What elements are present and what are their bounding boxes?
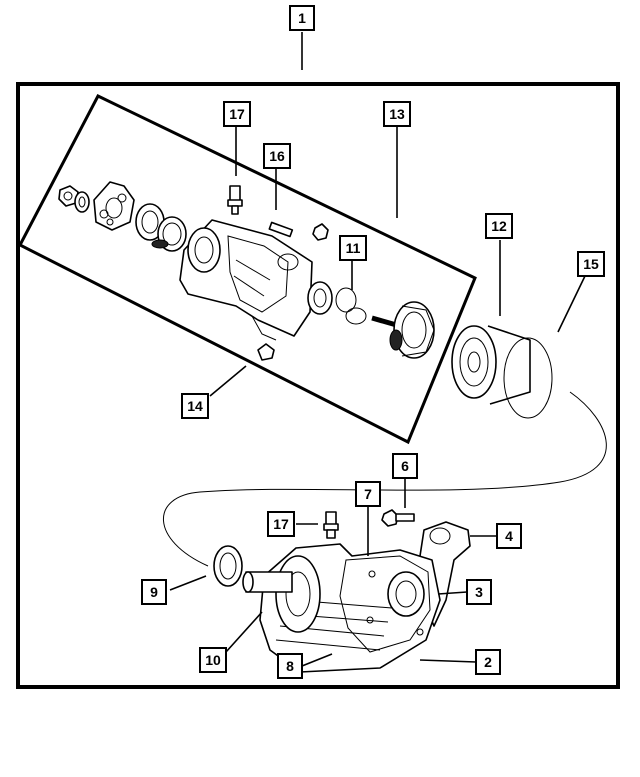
leader-15: [557, 275, 586, 333]
svg-text:10: 10: [205, 652, 221, 668]
svg-text:2: 2: [484, 654, 492, 670]
svg-text:13: 13: [389, 106, 405, 122]
svg-text:6: 6: [401, 458, 409, 474]
leader-9: [169, 575, 207, 591]
svg-text:12: 12: [491, 218, 507, 234]
flange-yoke-part: [93, 181, 135, 231]
callout-13: 13: [383, 101, 411, 127]
callout-4: 4: [496, 523, 522, 549]
callout-6: 6: [392, 453, 418, 479]
vent-fitting-part: [227, 185, 243, 215]
leader-3: [437, 591, 468, 595]
svg-text:4: 4: [505, 528, 513, 544]
callout-8: 8: [277, 653, 303, 679]
drain-bolt-part: [257, 343, 275, 361]
leader-14: [209, 365, 247, 397]
svg-text:3: 3: [475, 584, 483, 600]
callout-17-upper: 17: [223, 101, 251, 127]
leader-8: [301, 653, 333, 667]
callout-7: 7: [355, 481, 381, 507]
svg-text:9: 9: [150, 584, 158, 600]
callout-12: 12: [485, 213, 513, 239]
callout-2: 2: [475, 649, 501, 675]
svg-text:17: 17: [229, 106, 245, 122]
callout-11: 11: [339, 235, 367, 261]
svg-text:8: 8: [286, 658, 294, 674]
oring-routing-line: [163, 391, 607, 567]
coupling-cup-part: [451, 325, 531, 405]
callout-17-lower: 17: [267, 511, 295, 537]
svg-text:15: 15: [583, 256, 599, 272]
housing-bolt-part: [268, 221, 294, 238]
svg-text:17: 17: [273, 516, 289, 532]
subassembly-box: [17, 94, 477, 445]
svg-text:7: 7: [364, 486, 372, 502]
callout-16: 16: [263, 143, 291, 169]
callout-1: 1: [289, 5, 315, 31]
snap-ring-part: [335, 287, 367, 325]
gasket-part: [213, 545, 243, 587]
svg-text:16: 16: [269, 148, 285, 164]
svg-text:11: 11: [346, 240, 361, 256]
svg-text:14: 14: [187, 398, 203, 414]
vent-fitting-lower-part: [323, 511, 339, 539]
leader-2: [419, 659, 477, 663]
assembly-frame: [16, 82, 620, 689]
bearing-part: [307, 281, 333, 315]
o-ring-part: [503, 337, 553, 419]
callout-10: 10: [199, 647, 227, 673]
callout-3: 3: [466, 579, 492, 605]
callout-9: 9: [141, 579, 167, 605]
leader-10: [225, 611, 263, 653]
main-housing-part: [259, 543, 441, 673]
pinion-gear-part: [371, 301, 435, 359]
washer-part: [74, 191, 90, 213]
bearing-ring-part: [151, 216, 187, 252]
callout-14: 14: [181, 393, 209, 419]
svg-text:1: 1: [298, 10, 306, 26]
bolt-part: [381, 509, 415, 527]
callout-15: 15: [577, 251, 605, 277]
housing-part: [179, 219, 313, 341]
plug-part: [312, 223, 329, 241]
output-shaft-part: [242, 571, 293, 593]
